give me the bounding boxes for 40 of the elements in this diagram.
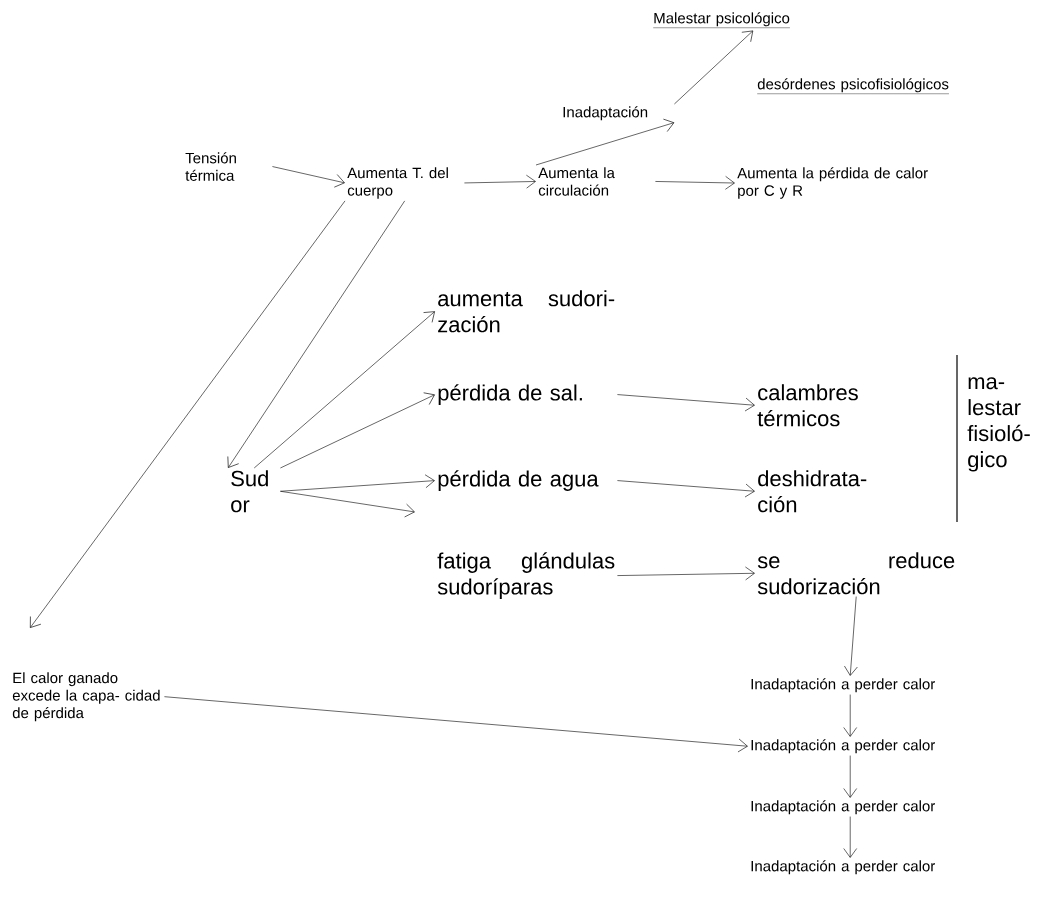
arrow bbox=[535, 118, 675, 166]
text-label: pérdida de agua bbox=[438, 470, 599, 491]
arrow bbox=[280, 490, 415, 518]
arrow bbox=[164, 696, 748, 753]
text-label: Inadaptación a perder calor bbox=[751, 739, 935, 754]
arrow bbox=[272, 166, 345, 188]
text-label: Aumenta la pérdida de calor por C y R bbox=[737, 167, 928, 199]
text-label: El calor ganado excede la capa- cidad de pérdida bbox=[12, 672, 160, 722]
text-label: Inadaptación a perder calor bbox=[751, 678, 935, 693]
arrow bbox=[843, 694, 857, 737]
text-label: deshidrata- ción bbox=[758, 470, 867, 513]
text-label: pérdida de sal. bbox=[438, 384, 582, 405]
arrow bbox=[617, 480, 755, 498]
text-label: Inadaptación a perder calor bbox=[751, 800, 935, 815]
text-label: se reduce sudorización bbox=[757, 552, 955, 595]
arrow bbox=[253, 311, 435, 469]
text-label: Sud or bbox=[231, 470, 268, 513]
arrow bbox=[280, 474, 435, 492]
arrow bbox=[227, 200, 405, 468]
text-label: fatiga glándulas sudoríparas bbox=[437, 552, 615, 599]
arrow bbox=[617, 394, 755, 412]
arrow bbox=[843, 816, 857, 858]
arrow bbox=[617, 566, 755, 581]
arrow bbox=[655, 176, 735, 190]
arrow bbox=[844, 596, 858, 676]
text-label: Inadaptación a perder calor bbox=[751, 860, 935, 875]
text-label: ma- lestar fisioló- gico bbox=[967, 377, 1030, 472]
text-label: Inadaptación bbox=[563, 106, 648, 121]
text-label: calambres térmicos bbox=[757, 384, 858, 427]
arrow bbox=[280, 392, 435, 469]
text-label: Aumenta T. del cuerpo bbox=[347, 167, 448, 199]
text-label: Aumenta la circulación bbox=[538, 167, 615, 196]
text-label: aumenta sudori- zación bbox=[438, 290, 615, 333]
arrow bbox=[30, 200, 346, 628]
arrow bbox=[674, 30, 754, 105]
text-label: desórdenes psicofisiológicos bbox=[757, 78, 950, 94]
text-label: Malestar psicológico bbox=[653, 12, 791, 28]
arrow bbox=[843, 755, 857, 798]
arrow bbox=[464, 174, 536, 189]
text-label: Tensión térmica bbox=[185, 152, 236, 181]
